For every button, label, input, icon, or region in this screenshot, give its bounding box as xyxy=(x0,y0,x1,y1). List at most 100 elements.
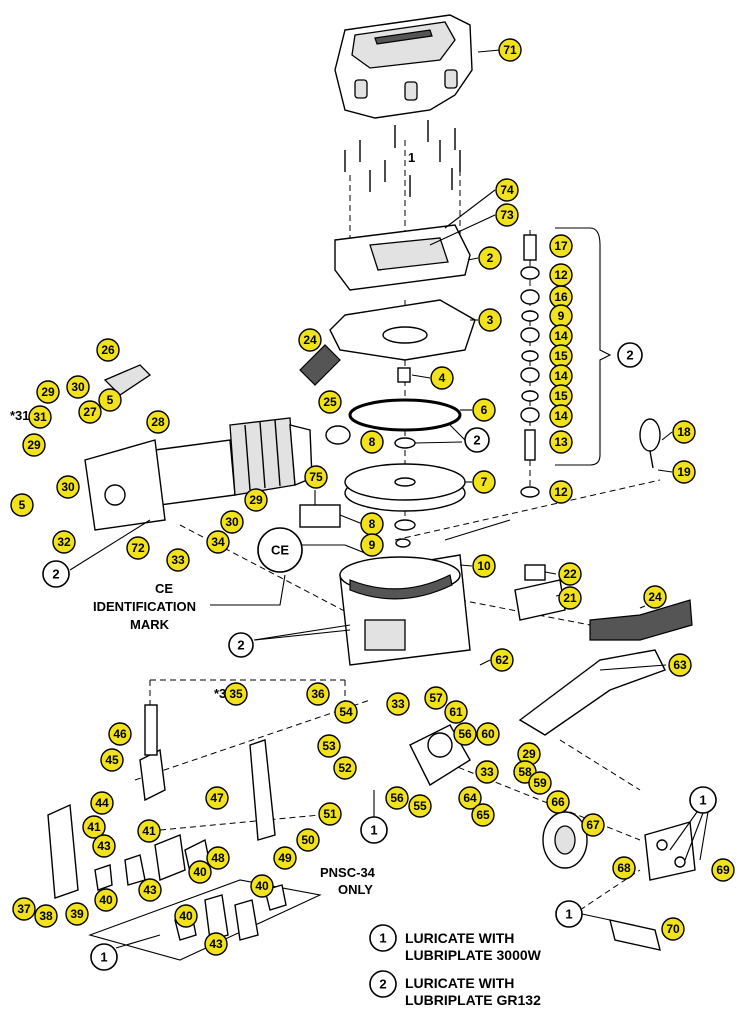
callout-74: 74 xyxy=(495,178,519,202)
callout-4: 4 xyxy=(430,366,454,390)
svg-text:ONLY: ONLY xyxy=(338,882,373,897)
callout-25: 25 xyxy=(318,390,342,414)
callout-43: 43 xyxy=(92,834,116,858)
svg-text:8: 8 xyxy=(369,435,376,449)
callout-34: 34 xyxy=(206,530,230,554)
svg-text:1: 1 xyxy=(565,907,572,922)
svg-text:69: 69 xyxy=(716,863,730,877)
svg-text:26: 26 xyxy=(101,343,115,357)
callout-72: 72 xyxy=(126,536,150,560)
svg-text:58: 58 xyxy=(518,765,532,779)
svg-text:51: 51 xyxy=(323,807,337,821)
svg-text:9: 9 xyxy=(558,309,565,323)
handle-housing-part xyxy=(84,364,166,531)
svg-text:2: 2 xyxy=(473,433,480,448)
gear-part xyxy=(344,463,466,512)
svg-text:4: 4 xyxy=(439,371,446,385)
svg-text:LURICATE WITH: LURICATE WITH xyxy=(405,930,514,946)
svg-text:67: 67 xyxy=(586,818,600,832)
svg-text:MARK: MARK xyxy=(130,617,170,632)
callout-67: 67 xyxy=(581,813,605,837)
callout-24: 24 xyxy=(298,328,322,352)
svg-text:24: 24 xyxy=(303,333,317,347)
lever-part xyxy=(518,649,666,736)
callout-68: 68 xyxy=(612,856,636,880)
svg-text:50: 50 xyxy=(301,833,315,847)
svg-text:8: 8 xyxy=(369,517,376,531)
svg-text:56: 56 xyxy=(458,727,472,741)
svg-text:29: 29 xyxy=(27,438,41,452)
svg-text:LUBRIPLATE GR132: LUBRIPLATE GR132 xyxy=(405,992,541,1008)
svg-text:60: 60 xyxy=(481,727,495,741)
svg-text:40: 40 xyxy=(255,879,269,893)
svg-text:40: 40 xyxy=(179,909,193,923)
svg-text:28: 28 xyxy=(151,415,165,429)
svg-text:45: 45 xyxy=(105,753,119,767)
callout-40-c: 40 xyxy=(250,874,274,898)
callout-69: 69 xyxy=(711,858,735,882)
note-2-housing: 2 xyxy=(228,632,254,658)
svg-text:63: 63 xyxy=(673,658,687,672)
svg-text:33: 33 xyxy=(391,697,405,711)
side-plate-part xyxy=(47,803,79,899)
svg-text:18: 18 xyxy=(677,425,691,439)
callout-46: 46 xyxy=(108,722,132,746)
callout-10: 10 xyxy=(472,554,496,578)
callout-62: 62 xyxy=(490,648,514,672)
fitting-25-part xyxy=(325,425,351,445)
callout-29: 29 xyxy=(36,380,60,404)
callout-8-b: 8 xyxy=(360,512,384,536)
eye-bolt-part xyxy=(639,418,661,469)
callout-52: 52 xyxy=(333,756,357,780)
svg-text:6: 6 xyxy=(481,403,488,417)
callout-9: 9 xyxy=(549,304,573,328)
callout-26: 26 xyxy=(96,338,120,362)
svg-text:40: 40 xyxy=(193,865,207,879)
note-2-valve: 2 xyxy=(617,342,643,368)
callout-44: 44 xyxy=(90,791,114,815)
air-motor-part xyxy=(154,417,313,506)
svg-text:27: 27 xyxy=(83,405,97,419)
svg-text:14: 14 xyxy=(554,329,568,343)
callout-40-b: 40 xyxy=(94,888,118,912)
svg-text:62: 62 xyxy=(495,653,509,667)
callout-12-b: 12 xyxy=(549,480,573,504)
svg-text:2: 2 xyxy=(379,977,386,992)
fitting-part xyxy=(514,564,566,621)
svg-text:17: 17 xyxy=(554,239,568,253)
callout-61: 61 xyxy=(444,700,468,724)
note-1-legend: 1 xyxy=(369,924,397,952)
svg-text:29: 29 xyxy=(41,385,55,399)
svg-text:74: 74 xyxy=(500,183,514,197)
cutter-link-part xyxy=(139,704,166,802)
callout-32: 32 xyxy=(52,530,76,554)
callout-63: 63 xyxy=(668,653,692,677)
svg-text:32: 32 xyxy=(57,535,71,549)
svg-text:36: 36 xyxy=(311,687,325,701)
svg-text:3: 3 xyxy=(487,313,494,327)
svg-text:43: 43 xyxy=(97,839,111,853)
svg-text:39: 39 xyxy=(70,907,84,921)
callout-17: 17 xyxy=(549,234,573,258)
callout-9-b: 9 xyxy=(360,533,384,557)
valve-stack-part xyxy=(520,234,540,498)
svg-text:64: 64 xyxy=(463,791,477,805)
svg-text:12: 12 xyxy=(554,485,568,499)
svg-text:43: 43 xyxy=(143,883,157,897)
washer-part-2 xyxy=(394,519,416,531)
svg-text:52: 52 xyxy=(338,761,352,775)
svg-text:40: 40 xyxy=(99,893,113,907)
callout-14-c: 14 xyxy=(549,404,573,428)
svg-text:38: 38 xyxy=(39,909,53,923)
svg-text:46: 46 xyxy=(113,727,127,741)
callout-43-b: 43 xyxy=(138,878,162,902)
callout-19: 19 xyxy=(672,460,696,484)
note-2-motor: 2 xyxy=(42,560,70,588)
callout-8: 8 xyxy=(360,430,384,454)
callout-12: 12 xyxy=(549,263,573,287)
svg-text:75: 75 xyxy=(309,470,323,484)
callout-41: 41 xyxy=(82,815,106,839)
svg-text:2: 2 xyxy=(626,348,633,363)
callout-24-b: 24 xyxy=(643,585,667,609)
svg-text:7: 7 xyxy=(481,475,488,489)
